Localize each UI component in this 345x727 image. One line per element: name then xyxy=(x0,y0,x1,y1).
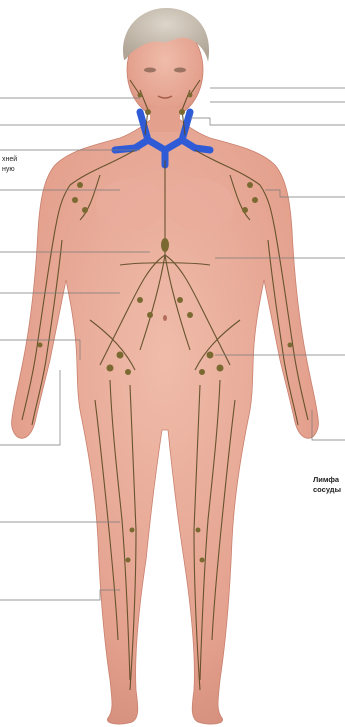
body-silhouette xyxy=(12,22,319,724)
left-label-fragment-2: ную xyxy=(2,166,15,174)
left-label-fragment-1: хней xyxy=(2,156,17,164)
right-label-fragment-1: Лимфа xyxy=(313,476,339,484)
right-label-fragment-2: сосуды xyxy=(313,486,341,494)
